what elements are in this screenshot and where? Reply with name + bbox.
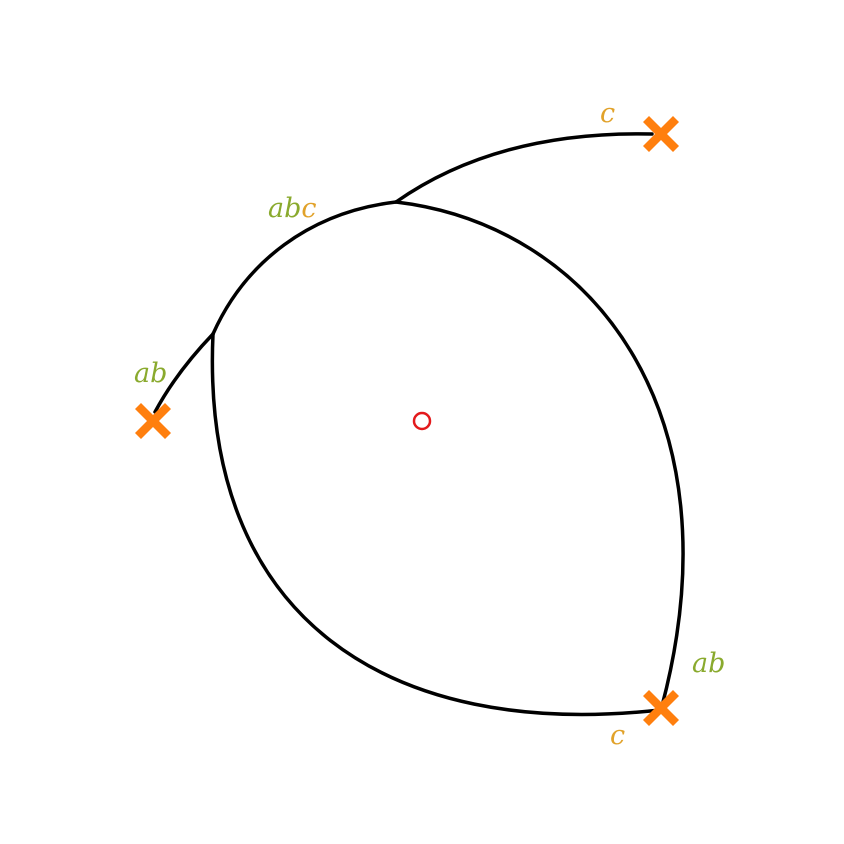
cross-shape — [643, 690, 679, 726]
center-circle-icon — [412, 411, 432, 431]
label-left: ab — [134, 358, 167, 389]
cross-top-right-icon — [643, 116, 679, 152]
cross-shape — [643, 116, 679, 152]
curve-top-to-bottom-right — [394, 200, 685, 708]
label-top-right: c — [600, 98, 615, 129]
curve-top-to-left-junction — [211, 200, 398, 336]
cross-left-icon — [135, 403, 171, 439]
label-abc-green-part: ab — [268, 193, 301, 224]
label-bottom-right-lower: c — [610, 720, 625, 751]
curve-top-to-upper-right — [394, 132, 654, 204]
cross-shape — [135, 403, 171, 439]
label-top-left-junction: abc — [268, 193, 317, 224]
curve-left-junction-to-bottom-right — [210, 332, 662, 717]
cross-bottom-right-icon — [643, 690, 679, 726]
label-abc-orange-part: c — [301, 193, 316, 224]
label-bottom-right-upper: ab — [692, 648, 725, 679]
curve-left-junction-to-left-cross — [153, 332, 215, 414]
